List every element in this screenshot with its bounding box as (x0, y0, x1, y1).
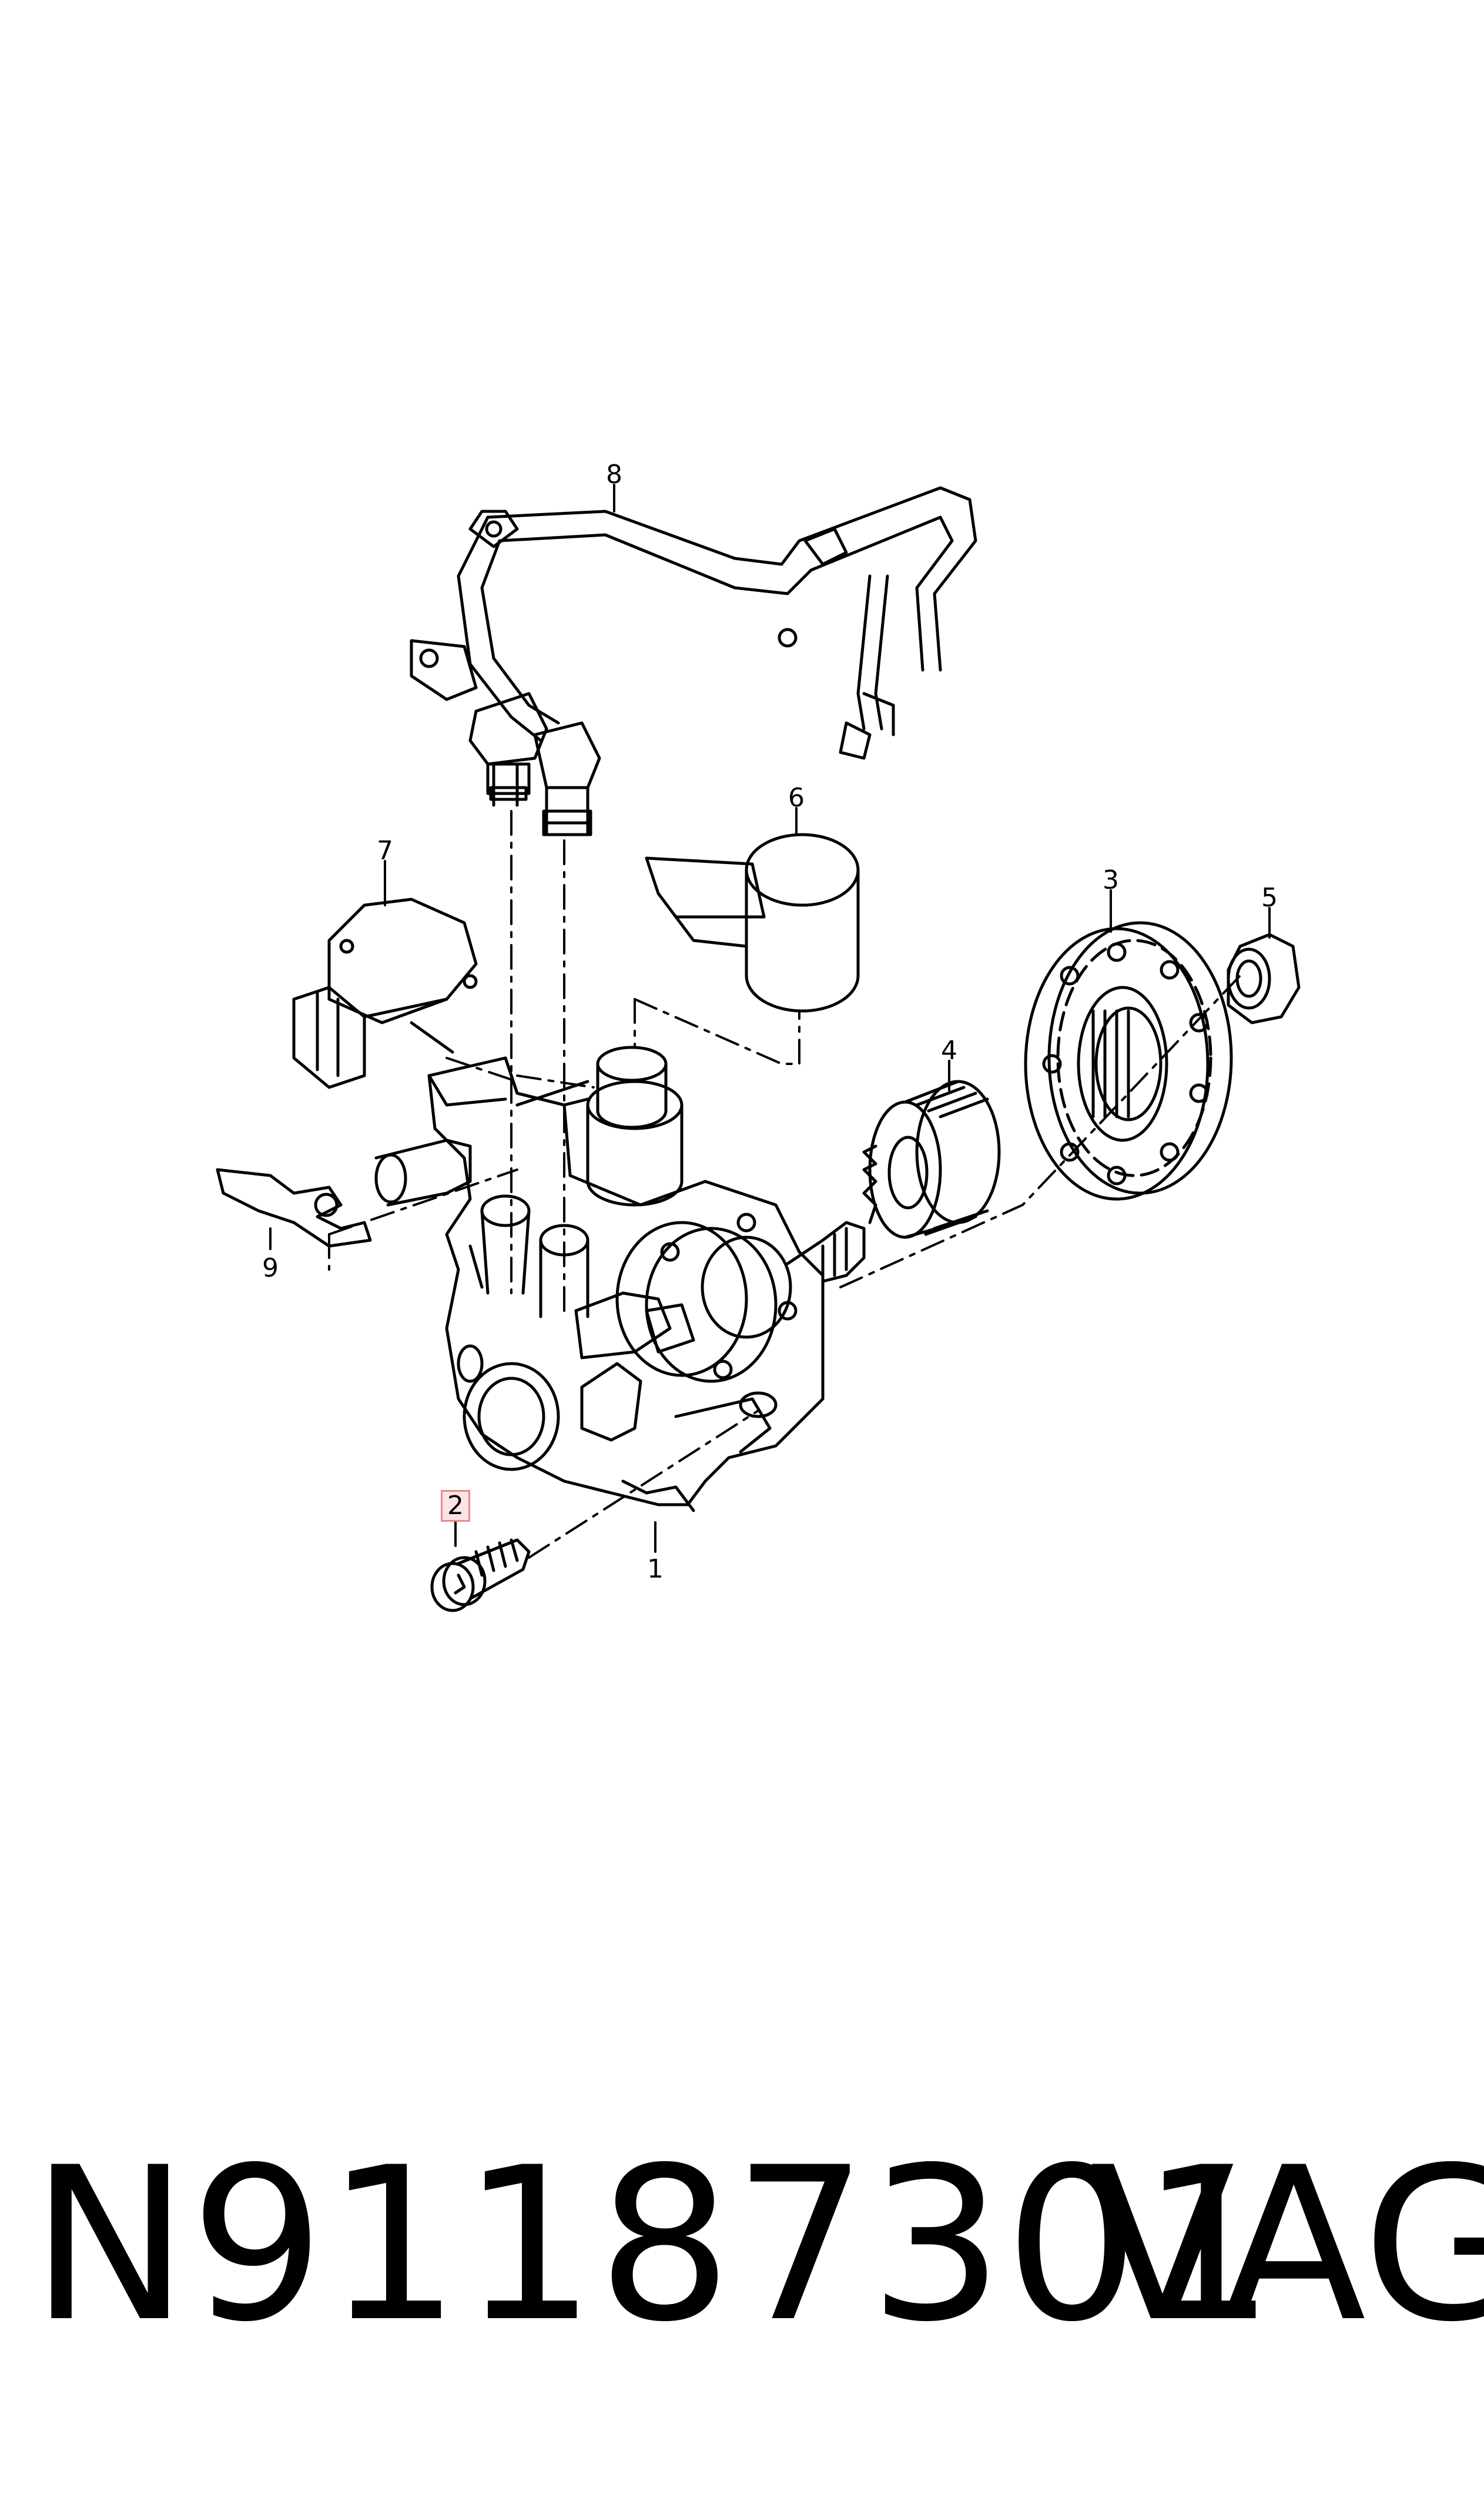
drive-gear (862, 1080, 1001, 1239)
cover-cap (645, 833, 860, 1013)
brand-name: VAG (1090, 2122, 1484, 2368)
callout-8: 8 (606, 460, 622, 490)
callout-5: 5 (1261, 883, 1278, 913)
assembly-axes (328, 810, 1241, 1559)
retaining-clip (216, 1168, 372, 1248)
callout-1: 1 (647, 1554, 664, 1584)
metering-valve (374, 1046, 684, 1318)
pressure-regulator (292, 898, 478, 1089)
callout-6: 6 (788, 783, 805, 813)
part-number: N91187301 (31, 2122, 1277, 2368)
callout-3: 3 (1103, 865, 1119, 895)
bolt (430, 1538, 531, 1612)
callout-4: 4 (941, 1036, 957, 1066)
fuel-line-pipe (410, 486, 977, 836)
hex-nut (1227, 933, 1301, 1024)
high-pressure-pump (427, 1056, 866, 1512)
callout-leaders (269, 484, 1271, 1553)
callout-2-highlighted: 2 (441, 1490, 470, 1522)
sprocket-wheel (1024, 921, 1233, 1201)
callout-9: 9 (262, 1253, 279, 1283)
callout-7: 7 (377, 836, 393, 866)
